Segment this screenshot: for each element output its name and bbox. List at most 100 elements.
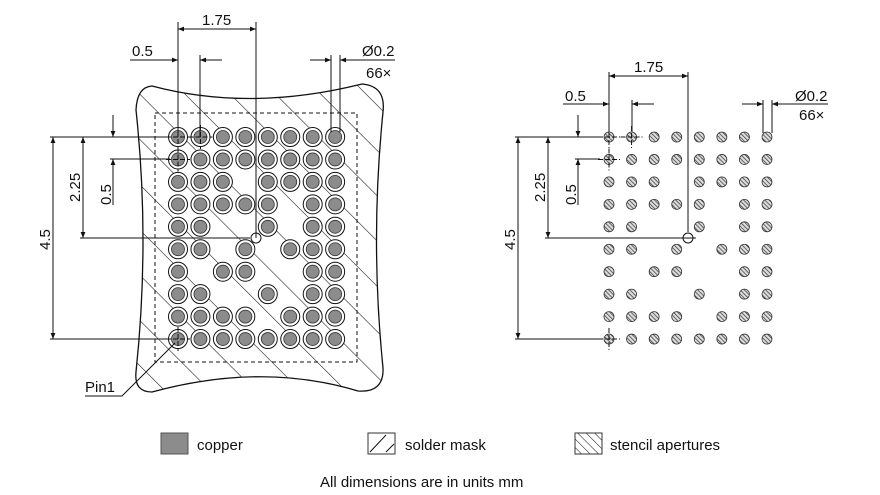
stencil-aperture xyxy=(761,333,773,345)
legend: copper solder mask stencil apertures xyxy=(160,432,720,455)
copper-pad xyxy=(325,216,346,237)
pin1-label: Pin1 xyxy=(85,379,115,396)
copper-pad xyxy=(280,149,301,170)
stencil-aperture xyxy=(620,126,643,148)
copper-pad xyxy=(280,171,301,192)
copper-pad xyxy=(168,171,188,192)
half-height-dimension: 2.25 xyxy=(67,173,84,202)
stencil-aperture xyxy=(761,176,773,188)
stencil-aperture xyxy=(671,154,683,165)
copper-pad xyxy=(280,306,301,327)
copper-pad xyxy=(325,261,346,282)
stencil-aperture xyxy=(648,176,660,188)
stencil-aperture xyxy=(603,266,615,278)
copper-pad xyxy=(166,327,190,352)
copper-pad xyxy=(235,261,256,282)
stencil-aperture xyxy=(626,333,637,345)
copper-pad xyxy=(302,127,323,147)
copper-pad xyxy=(212,127,233,147)
stencil-aperture xyxy=(693,154,705,165)
stencil-aperture xyxy=(739,154,750,165)
copper-pad xyxy=(235,239,256,260)
pitch-dimension: 0.5 xyxy=(565,88,586,105)
copper-pad xyxy=(325,306,346,327)
stencil-aperture xyxy=(739,176,750,188)
copper-pad xyxy=(302,194,323,215)
copper-pad xyxy=(325,171,346,192)
offset-dimension: 1.75 xyxy=(202,12,231,29)
copper-pad xyxy=(212,306,233,327)
stencil-aperture xyxy=(761,198,773,210)
copper-pad xyxy=(168,261,188,282)
copper-pad xyxy=(168,306,188,327)
copper-pad xyxy=(212,194,233,215)
stencil-aperture xyxy=(739,198,750,210)
copper-pad xyxy=(280,239,301,260)
stencil-aperture xyxy=(693,176,705,188)
copper-pad xyxy=(257,216,278,237)
stencil-aperture xyxy=(671,198,683,210)
stencil-aperture xyxy=(603,288,615,300)
stencil-aperture xyxy=(603,311,615,323)
copper-pad xyxy=(257,194,278,215)
stencil-aperture xyxy=(598,328,620,351)
right-pads xyxy=(598,126,773,351)
height-dimension: 4.5 xyxy=(502,229,519,250)
copper-pad xyxy=(168,216,188,237)
copper-pad xyxy=(302,284,323,305)
legend-stencil: stencil apertures xyxy=(610,437,720,454)
stencil-aperture xyxy=(671,333,683,345)
copper-pad xyxy=(235,149,256,170)
half-height-dimension: 2.25 xyxy=(532,173,549,202)
stencil-aperture xyxy=(626,311,637,323)
copper-pad xyxy=(325,194,346,215)
stencil-aperture xyxy=(761,311,773,323)
copper-pad xyxy=(325,239,346,260)
stencil-aperture xyxy=(626,221,637,233)
copper-pad xyxy=(190,329,211,350)
stencil-aperture xyxy=(603,176,615,188)
left-pads xyxy=(166,125,346,352)
stencil-aperture xyxy=(739,266,750,278)
copper-pad xyxy=(212,329,233,350)
copper-pad xyxy=(190,284,211,305)
copper-pad xyxy=(212,149,233,170)
stencil-aperture xyxy=(603,198,615,210)
copper-pad xyxy=(257,127,278,147)
stencil-aperture xyxy=(761,221,773,233)
copper-pad xyxy=(325,329,346,350)
copper-pad xyxy=(257,149,278,170)
stencil-aperture xyxy=(603,243,615,255)
stencil-aperture xyxy=(716,176,728,188)
stencil-aperture xyxy=(739,131,750,143)
stencil-aperture xyxy=(739,311,750,323)
row-pitch-dimension: 0.5 xyxy=(98,184,115,205)
stencil-aperture xyxy=(693,198,705,210)
copper-swatch-icon xyxy=(160,432,189,455)
legend-copper: copper xyxy=(197,437,243,454)
row-pitch-dimension: 0.5 xyxy=(563,184,580,205)
copper-pad xyxy=(302,216,323,237)
pad-count: 66× xyxy=(366,65,391,82)
copper-pad xyxy=(325,284,346,305)
stencil-aperture xyxy=(671,243,683,255)
left-view-copper-mask xyxy=(135,83,384,393)
copper-pad xyxy=(257,171,278,192)
stencil-aperture xyxy=(648,198,660,210)
height-dimension: 4.5 xyxy=(37,229,54,250)
stencil-aperture xyxy=(761,154,773,165)
stencil-aperture xyxy=(648,311,660,323)
stencil-aperture xyxy=(693,333,705,345)
copper-pad xyxy=(212,261,233,282)
copper-pad xyxy=(235,306,256,327)
stencil-aperture xyxy=(648,131,660,143)
stencil-aperture xyxy=(598,148,620,171)
stencil-aperture xyxy=(626,154,637,165)
stencil-aperture xyxy=(716,243,728,255)
stencil-aperture xyxy=(626,198,637,210)
stencil-aperture xyxy=(739,243,750,255)
copper-pad xyxy=(235,127,256,147)
units-note: All dimensions are in units mm xyxy=(320,474,523,491)
copper-pad xyxy=(190,149,211,170)
stencil-swatch-icon xyxy=(574,432,603,455)
